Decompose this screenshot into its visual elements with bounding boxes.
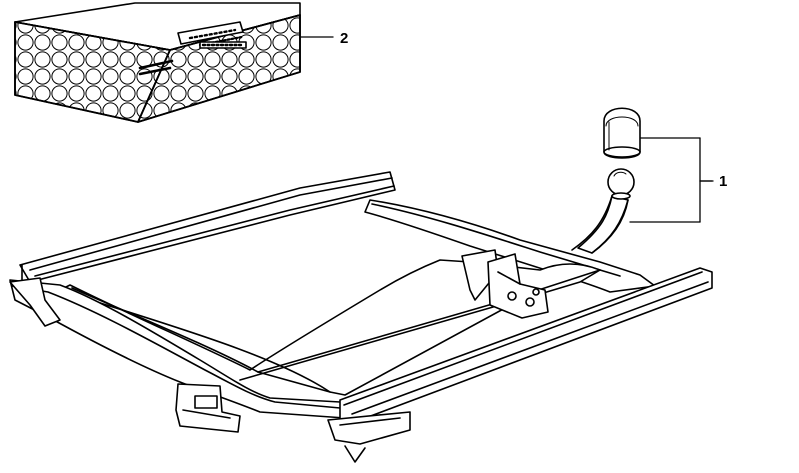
hitch-mount-plate — [461, 249, 549, 319]
callout-number-2: 2 — [340, 30, 349, 47]
kit-box — [14, 2, 301, 123]
tow-ball-cap — [603, 107, 641, 159]
callout-bracket-1 — [629, 137, 713, 223]
callout-number-1: 1 — [719, 173, 728, 190]
tow-bar-frame — [9, 171, 713, 463]
box-label-stripes — [138, 59, 174, 76]
tow-ball-neck — [571, 168, 635, 254]
box-tape-seal — [177, 21, 247, 49]
